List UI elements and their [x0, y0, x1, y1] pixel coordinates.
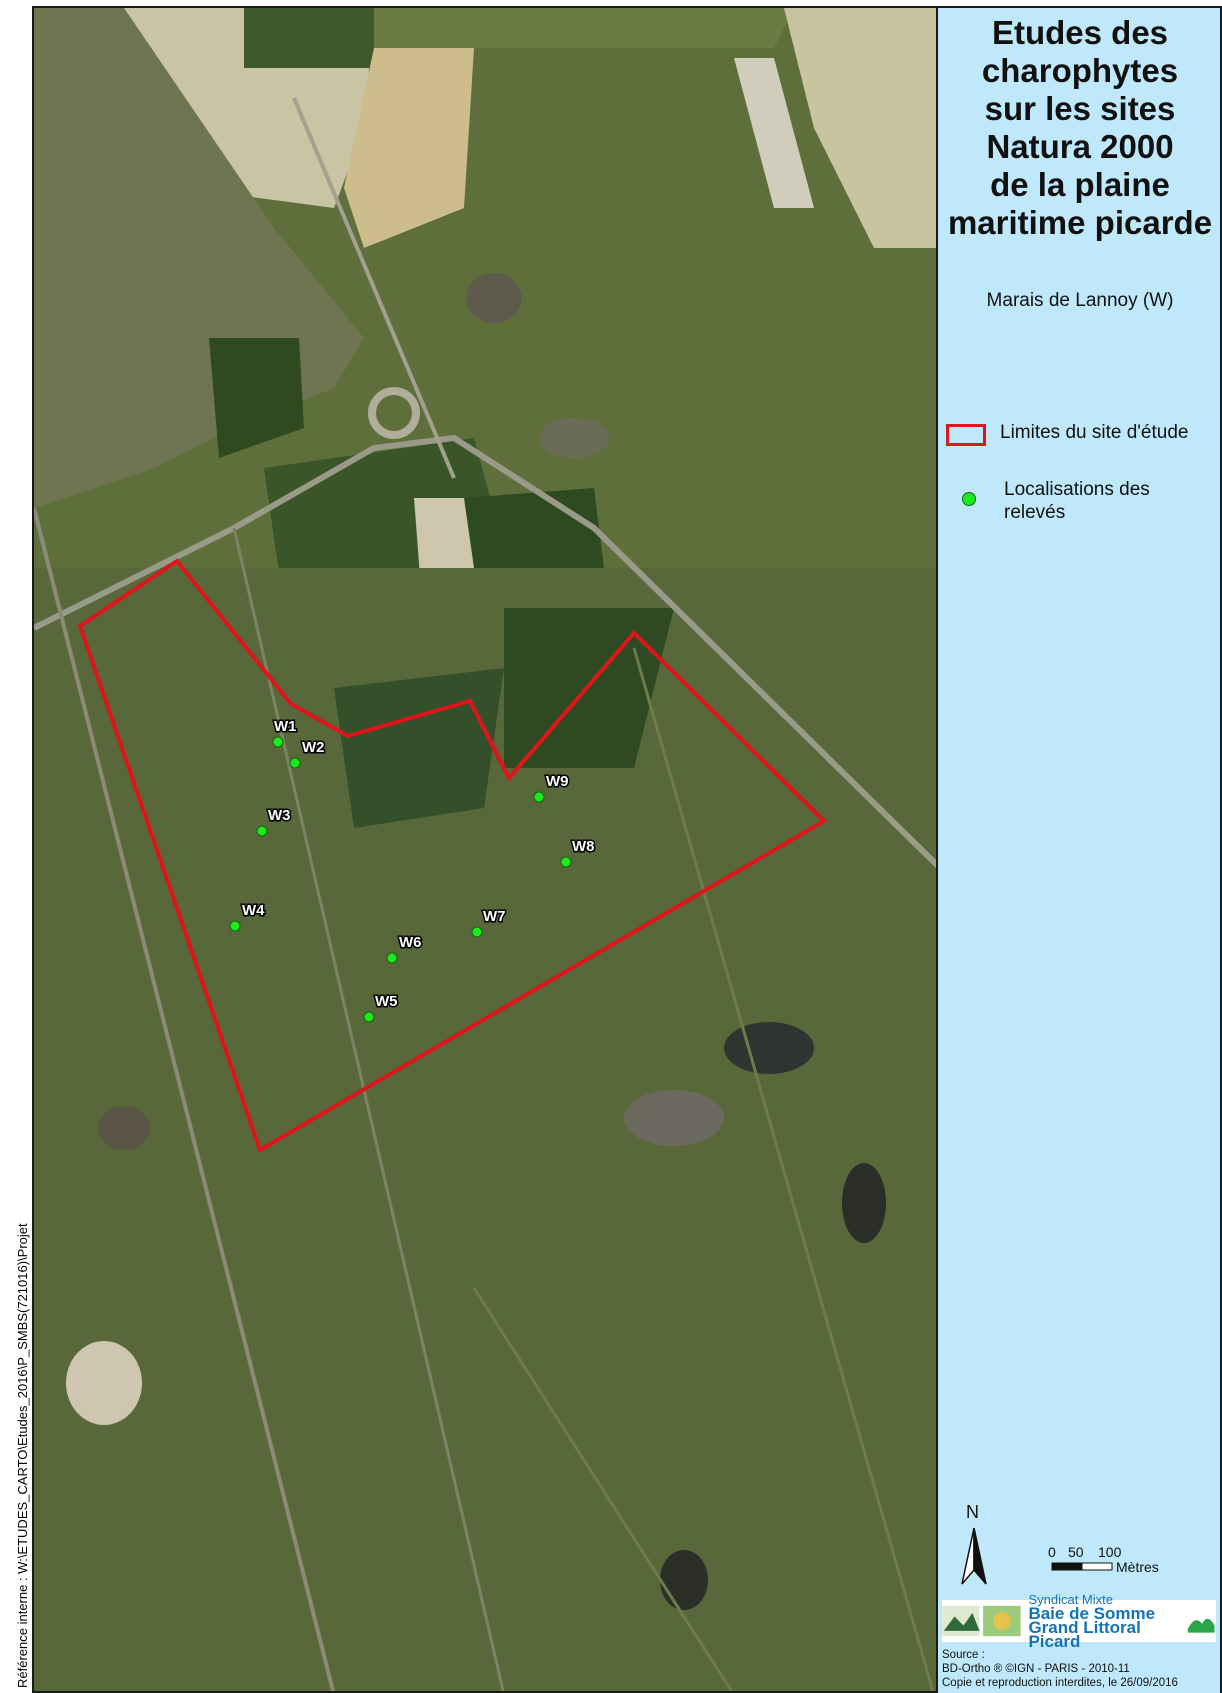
scale-unit: Mètres [1116, 1559, 1159, 1575]
field-darkgreen [464, 488, 604, 568]
road [292, 97, 456, 479]
source-heading: Source : [942, 1649, 985, 1661]
track [632, 647, 935, 1691]
sampling-point-label: W3 [268, 807, 291, 824]
conservatoire-logo-icon [1187, 1618, 1215, 1633]
source-credit: Source : BD-Ortho ® ©IGN - PARIS - 2010-… [942, 1648, 1218, 1690]
field-band [374, 8, 794, 48]
sampling-point-w5[interactable]: W5 [363, 992, 399, 1023]
sampling-point-w3[interactable]: W3 [256, 806, 292, 837]
sampling-point-label: W9 [546, 773, 569, 790]
road [34, 434, 936, 869]
logo-line1: Syndicat Mixte [1028, 1592, 1113, 1607]
sampling-point-label: W2 [302, 739, 325, 756]
scale-tick-label: 0 [1048, 1544, 1056, 1560]
track [232, 527, 505, 1691]
legend-item-points: Localisations des relevés [946, 478, 1194, 524]
natura-logo-icon [942, 1605, 1021, 1637]
pond [724, 1022, 814, 1074]
partner-logos: Syndicat Mixte Baie de Somme Grand Litto… [942, 1593, 1216, 1650]
track [472, 1287, 734, 1691]
pond [98, 1106, 150, 1150]
map-title: Etudes des charophytes sur les sites Nat… [947, 14, 1213, 241]
sampling-point-marker [386, 952, 398, 964]
sampling-point-w7[interactable]: W7 [471, 907, 507, 938]
pond [842, 1163, 886, 1243]
sampling-point-w1[interactable]: W1 [272, 717, 298, 748]
field-dark [244, 8, 374, 68]
sampling-point-w6[interactable]: W6 [386, 933, 423, 964]
pond [539, 418, 609, 458]
sampling-point-marker [229, 920, 241, 932]
sampling-point-w4[interactable]: W4 [229, 901, 267, 932]
sampling-point-label: W5 [375, 993, 398, 1010]
sampling-point-marker [363, 1011, 375, 1023]
field-strip [734, 58, 814, 208]
sampling-point-marker [560, 856, 572, 868]
logo-line3: Grand Littoral Picard [1028, 1618, 1141, 1651]
boundary-swatch [946, 424, 986, 446]
pond [466, 273, 522, 323]
woodland-2 [334, 668, 504, 828]
sampling-point-marker [256, 825, 268, 837]
sampling-point-marker [471, 926, 483, 938]
sampling-point-w2[interactable]: W2 [289, 738, 326, 769]
sampling-point-marker [289, 757, 301, 769]
pond [660, 1550, 708, 1610]
sampling-point-label: W4 [242, 902, 265, 919]
pond [624, 1090, 724, 1146]
sampling-point-label: W8 [572, 838, 595, 855]
scale-tick-label: 100 [1098, 1544, 1122, 1560]
aerial-map[interactable]: W1 W2 W3 W4 W5 W6 W7 W8 [32, 6, 938, 1693]
sampling-point-label: W6 [399, 934, 422, 951]
field-tan [344, 48, 474, 248]
field-northeast [784, 8, 936, 248]
map-svg: W1 W2 W3 W4 W5 W6 W7 W8 [34, 8, 936, 1691]
sampling-point-marker [272, 736, 284, 748]
logo-line2: Baie de Somme [1028, 1604, 1156, 1623]
pond [66, 1341, 142, 1425]
north-label: N [966, 1502, 979, 1522]
legend-boundary-label: Limites du site d'étude [1000, 422, 1189, 443]
scale-bar: 0 50 100 Mètres [1048, 1544, 1159, 1575]
internal-reference-text: Référence interne : W:\ETUDES_CARTO\Etud… [15, 1223, 30, 1688]
source-line1: BD-Ortho ® ©IGN - PARIS - 2010-11 [942, 1663, 1130, 1675]
legend-item-boundary: Limites du site d'étude [946, 422, 1188, 446]
map-subtitle: Marais de Lannoy (W) [986, 290, 1174, 311]
roundabout [368, 387, 420, 439]
legend-points-label: Localisations des relevés [1004, 479, 1150, 523]
sampling-point-w9[interactable]: W9 [533, 772, 570, 803]
syndicat-logo: Syndicat Mixte Baie de Somme Grand Litto… [1028, 1592, 1179, 1651]
point-swatch [962, 492, 976, 506]
sampling-point-marker [533, 791, 545, 803]
study-site-boundary[interactable] [77, 558, 828, 1153]
legend-panel: Etudes des charophytes sur les sites Nat… [938, 6, 1222, 1693]
scale-tick-label: 50 [1068, 1544, 1084, 1560]
rail-line [34, 507, 336, 1691]
north-arrow-icon [961, 1527, 987, 1585]
sampling-point-w8[interactable]: W8 [560, 837, 596, 868]
internal-reference: Référence interne : W:\ETUDES_CARTO\Etud… [0, 0, 30, 1693]
field-green [209, 338, 304, 458]
sampling-point-label: W7 [483, 908, 506, 925]
source-line2: Copie et reproduction interdites, le 26/… [942, 1677, 1178, 1689]
sampling-point-label: W1 [274, 718, 297, 735]
